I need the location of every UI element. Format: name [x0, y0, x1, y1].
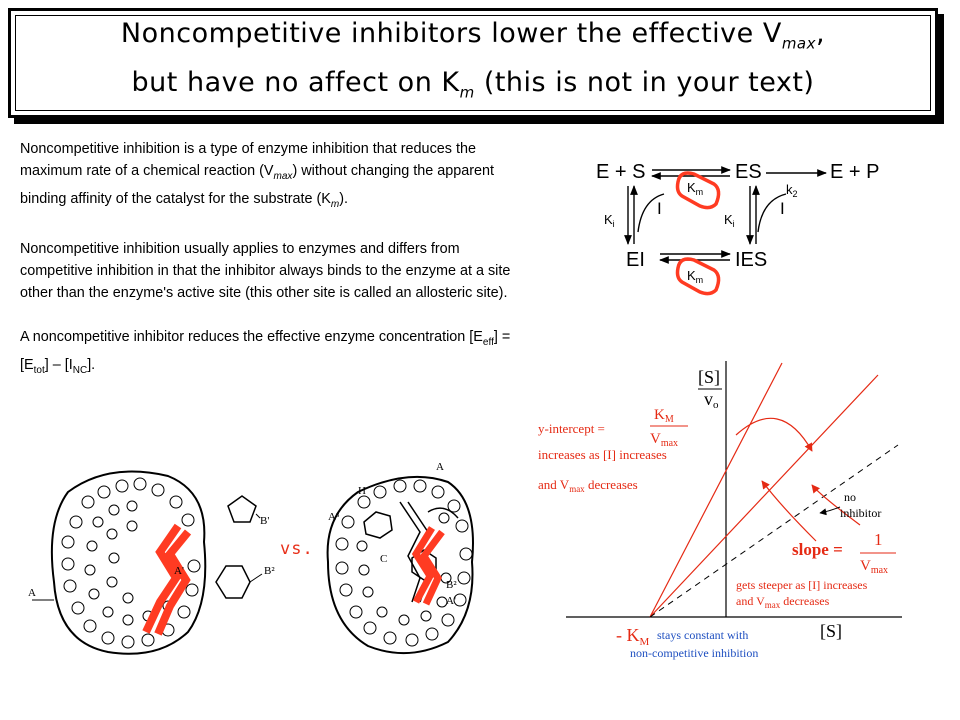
svg-text:1: 1	[874, 530, 883, 549]
scheme-i-left: I	[657, 199, 662, 218]
svg-text:B²: B²	[264, 565, 275, 577]
line-high-inhibitor	[649, 362, 783, 618]
enzyme-blob-left	[50, 470, 207, 655]
scheme-e-plus-p: E + P	[830, 161, 879, 183]
enzyme-illustration: A A' B' B² vs. A A³ H C B² A'	[28, 462, 474, 655]
svg-text:KM: KM	[654, 407, 674, 425]
svg-text:H: H	[358, 485, 366, 497]
svg-text:increases as [I] increases: increases as [I] increases	[538, 447, 667, 462]
no-inhibitor-label: no inhibitor	[840, 490, 881, 520]
svg-text:A³: A³	[328, 511, 340, 523]
slide-title-box: Noncompetitive inhibitors lower the effe…	[8, 8, 938, 118]
svg-text:[S]: [S]	[698, 367, 720, 387]
slope-label: slope = 1 Vmax gets steeper as [I] incre…	[736, 530, 896, 610]
svg-text:B²: B²	[446, 579, 457, 591]
svg-text:A: A	[436, 462, 444, 473]
svg-text:and Vmax decreases: and Vmax decreases	[736, 594, 830, 610]
svg-text:no: no	[844, 490, 856, 504]
pentagon-molecule	[227, 495, 257, 523]
svg-text:slope =: slope =	[792, 540, 843, 559]
paragraph-concentration: A noncompetitive inhibitor reduces the e…	[20, 328, 511, 376]
scheme-ies: IES	[735, 249, 767, 271]
plot-x-axis-label: [S]	[820, 621, 842, 641]
y-intercept-label: y-intercept = KM Vmax increases as [I] i…	[538, 407, 688, 494]
scheme-km-bottom: Km	[687, 268, 703, 285]
scheme-ki-left: Ki	[604, 212, 615, 229]
reaction-scheme: E + S ES E + P EI IES Km Km k2 Ki Ki I I	[596, 161, 879, 296]
svg-text:Vmax: Vmax	[860, 558, 888, 576]
neg-km-label: - KM stays constant with non-competitive…	[616, 625, 758, 660]
svg-text:B': B'	[260, 515, 269, 527]
scheme-k2: k2	[786, 182, 798, 199]
illustration-labels-left: A A' B' B²	[28, 515, 275, 599]
illustration-labels-right: A A³ H C B² A'	[328, 462, 457, 607]
title-line-2: but have no affect on Km (this is not in…	[131, 67, 815, 102]
svg-text:vo: vo	[704, 389, 719, 411]
scheme-km-top: Km	[687, 180, 703, 197]
svg-text:gets steeper as [I] increases: gets steeper as [I] increases	[736, 578, 868, 592]
svg-text:y-intercept =: y-intercept =	[538, 421, 605, 436]
svg-text:A': A'	[446, 595, 456, 607]
svg-text:inhibitor: inhibitor	[840, 506, 881, 520]
svg-text:C: C	[380, 553, 387, 565]
scheme-e-plus-s: E + S	[596, 161, 645, 183]
hexagon-molecule	[215, 565, 251, 599]
active-site-left	[142, 523, 192, 636]
svg-text:stays constant with: stays constant with	[657, 628, 748, 642]
plot-y-axis-label: [S] vo	[698, 367, 722, 411]
svg-text:A: A	[28, 587, 36, 599]
svg-text:and Vmax decreases: and Vmax decreases	[538, 477, 638, 494]
scheme-i-right: I	[780, 199, 785, 218]
active-site-right	[411, 526, 445, 606]
scheme-es: ES	[735, 161, 762, 183]
double-reciprocal-plot: [S] vo y-intercept = KM Vmax increases a…	[538, 361, 902, 660]
svg-text:A': A'	[174, 565, 184, 577]
scheme-ki-right: Ki	[724, 212, 735, 229]
body-text: Noncompetitive inhibition is a type of e…	[20, 138, 520, 404]
line-low-inhibitor	[649, 374, 879, 618]
title-line-1: Noncompetitive inhibitors lower the effe…	[120, 17, 826, 52]
paragraph-allosteric: Noncompetitive inhibition usually applie…	[20, 240, 511, 301]
svg-text:Vmax: Vmax	[650, 431, 678, 449]
svg-text:- KM: - KM	[616, 625, 650, 648]
enzyme-blob-right	[326, 475, 474, 655]
svg-text:non-competitive inhibition: non-competitive inhibition	[630, 646, 758, 660]
vs-label: vs.	[280, 539, 314, 559]
paragraph-definition: Noncompetitive inhibition is a type of e…	[20, 141, 495, 210]
title-inner-border	[15, 15, 931, 111]
scheme-ei: EI	[626, 249, 645, 271]
